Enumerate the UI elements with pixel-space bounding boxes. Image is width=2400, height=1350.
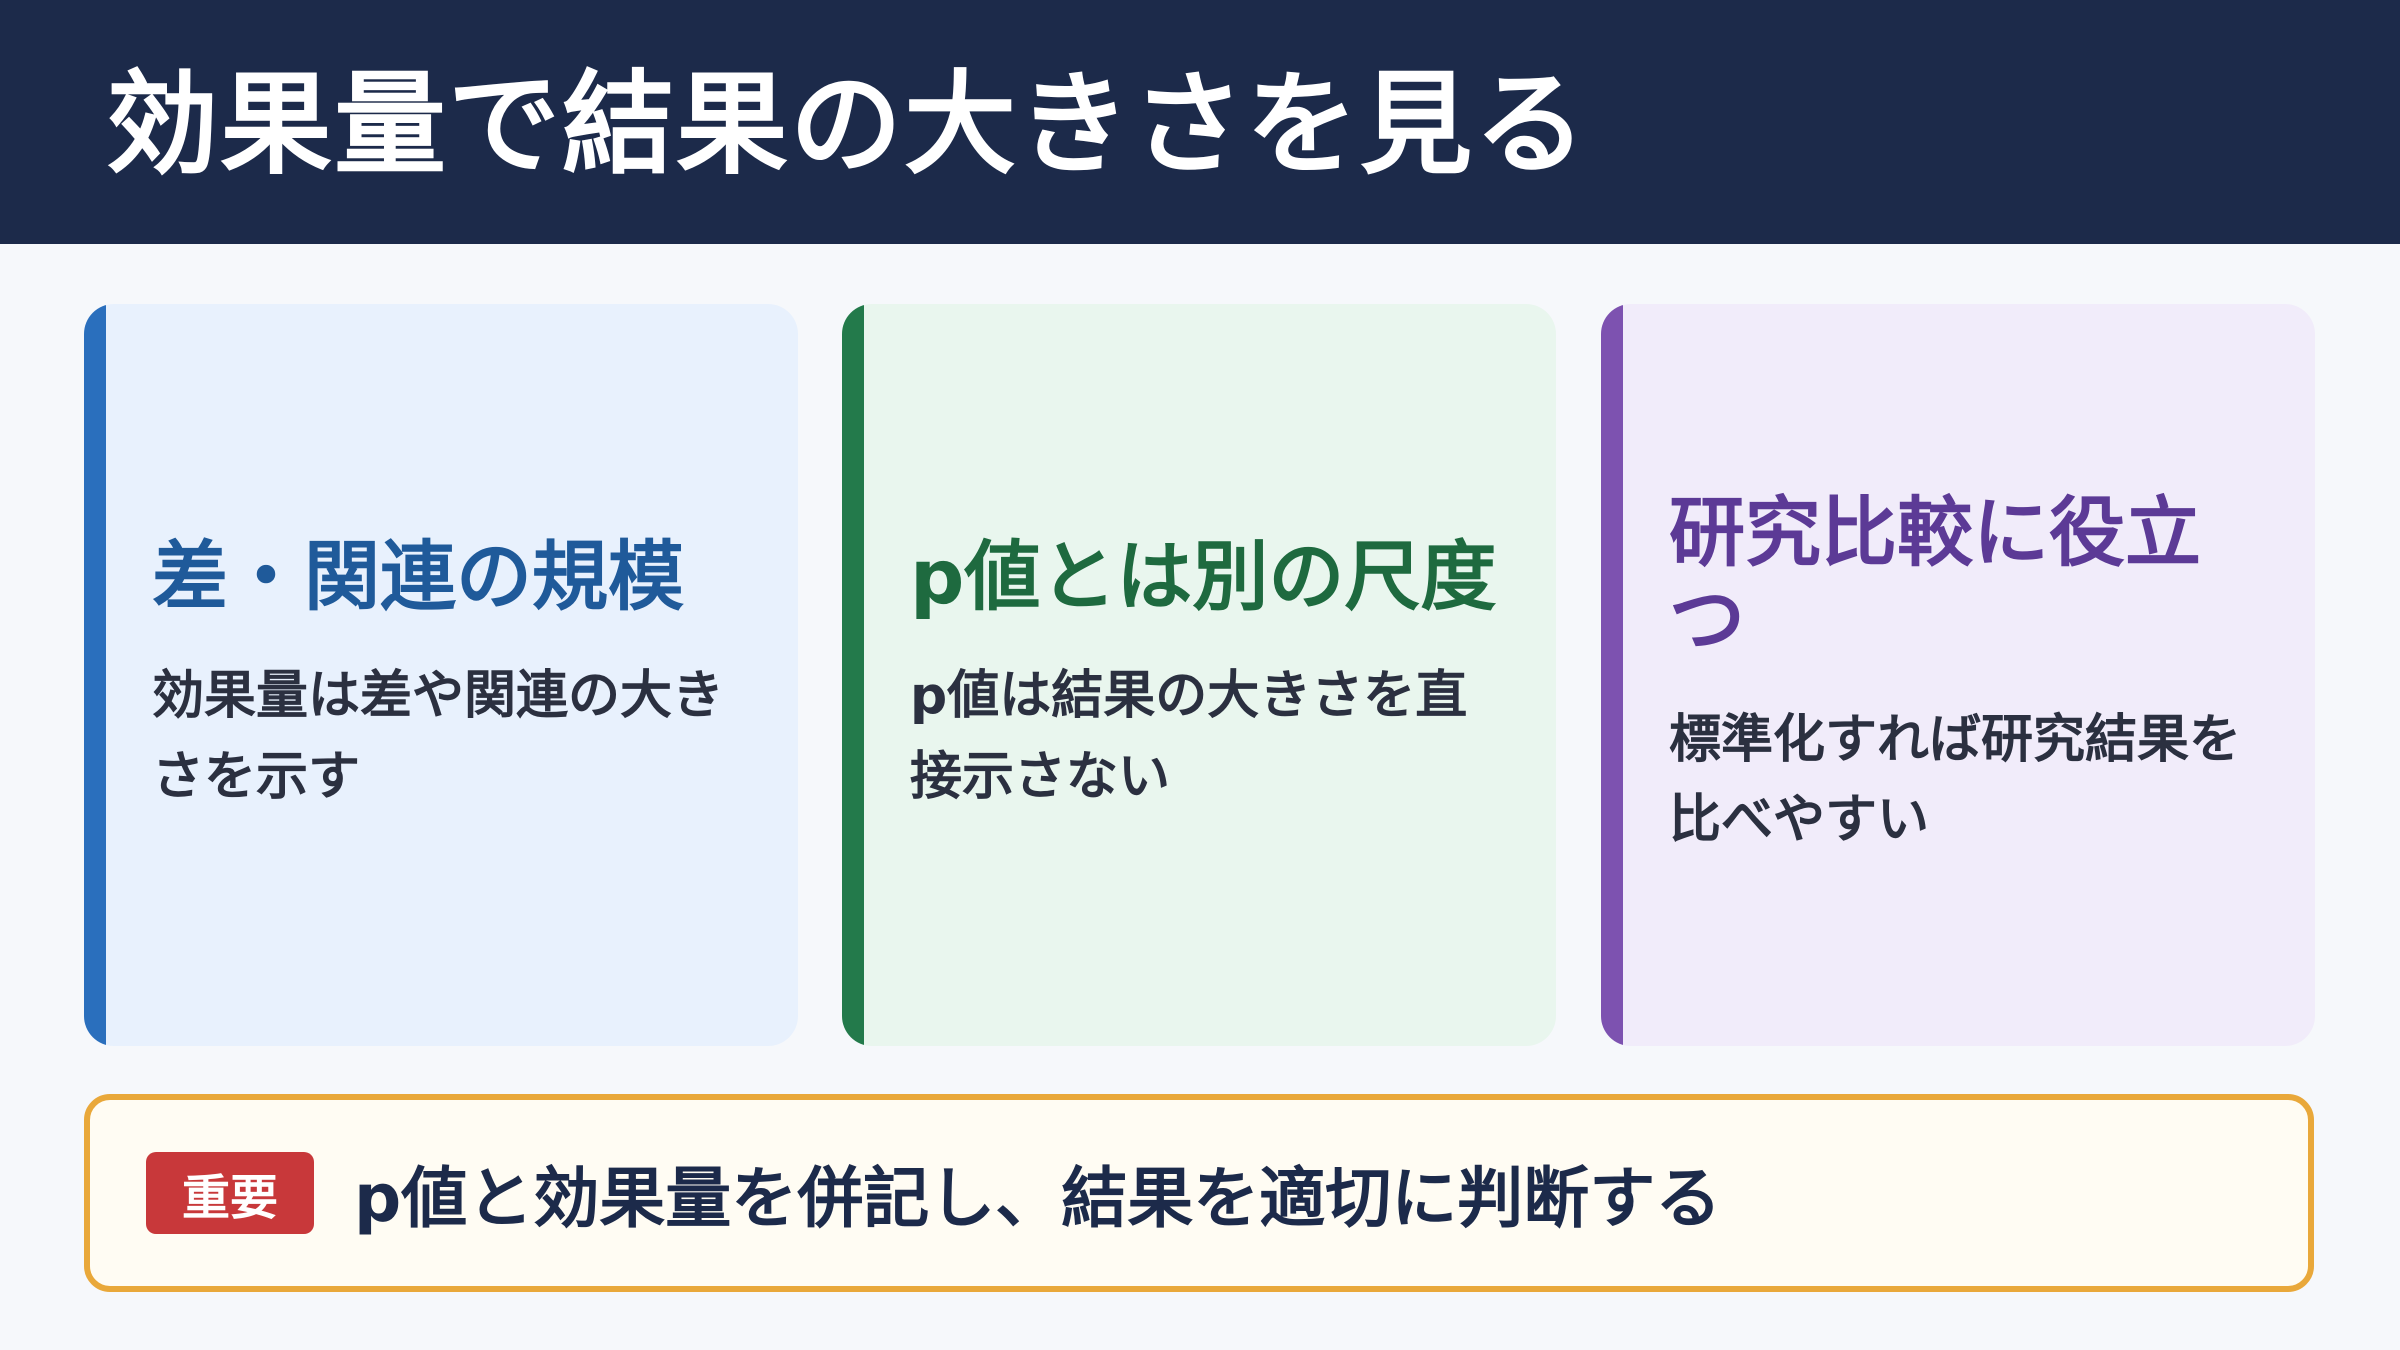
card-accent-bar (84, 304, 106, 1046)
card-heading: 差・関連の規模 (152, 531, 684, 621)
card-body: 効果量は差や関連の大きさを示す (152, 666, 725, 807)
card-body: p値は結果の大きさを直接示さない (910, 666, 1468, 807)
card-study-comparison: 研究比較に役立つ 標準化すれば研究結果を比べやすい (1601, 304, 2315, 1046)
important-badge: 重要 (146, 1152, 314, 1234)
card-heading: p値とは別の尺度 (910, 531, 1497, 621)
card-different-measure: p値とは別の尺度 p値は結果の大きさを直接示さない (842, 304, 1556, 1046)
card-content: 差・関連の規模 効果量は差や関連の大きさを示す (152, 304, 758, 1046)
card-content: p値とは別の尺度 p値は結果の大きさを直接示さない (910, 304, 1516, 1046)
page-title: 効果量で結果の大きさを見る (106, 60, 1588, 190)
card-heading: 研究比較に役立つ (1669, 488, 2201, 665)
card-accent-bar (842, 304, 864, 1046)
card-accent-bar (1601, 304, 1623, 1046)
key-point-text: p値と効果量を併記し、結果を適切に判断する (354, 1160, 1722, 1237)
card-content: 研究比較に役立つ 標準化すれば研究結果を比べやすい (1669, 304, 2275, 1046)
card-effect-scale: 差・関連の規模 効果量は差や関連の大きさを示す (84, 304, 798, 1046)
key-point-banner: 重要 p値と効果量を併記し、結果を適切に判断する (84, 1094, 2314, 1292)
card-body: 標準化すれば研究結果を比べやすい (1669, 709, 2242, 851)
header-bar: 効果量で結果の大きさを見る (0, 0, 2400, 244)
